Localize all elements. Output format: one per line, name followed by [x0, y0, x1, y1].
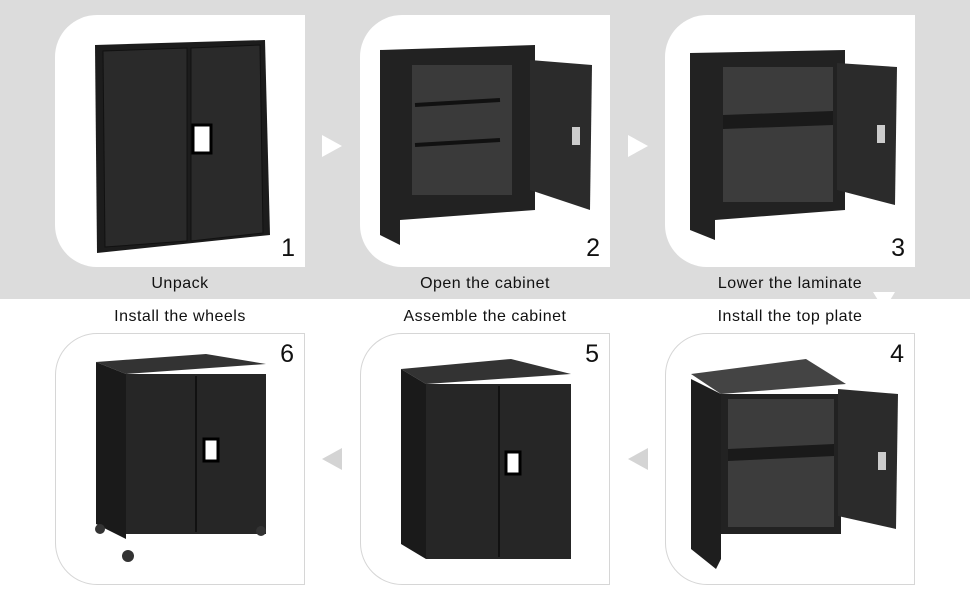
- cabinet-with-shelf-image: [690, 50, 897, 240]
- arrow-down-icon: [873, 292, 895, 310]
- cabinet-top-plate-image: [691, 359, 898, 569]
- step-number: 4: [890, 340, 904, 368]
- step-4-label: Install the top plate: [717, 308, 863, 325]
- step-5-card: 5: [360, 333, 610, 585]
- step-number: 2: [586, 234, 600, 262]
- step-number: 3: [891, 234, 905, 262]
- arrow-left-icon: [322, 448, 342, 470]
- arrow-right-icon: [628, 135, 648, 157]
- step-1-card: 1: [55, 15, 305, 267]
- step-number: 5: [585, 340, 599, 368]
- step-3-card: 3: [665, 15, 915, 267]
- step-4-card: 4: [665, 333, 915, 585]
- arrow-right-icon: [322, 135, 342, 157]
- step-3-label: Lower the laminate: [717, 275, 863, 292]
- step-number: 1: [281, 234, 295, 262]
- step-6-card: 6: [55, 333, 305, 585]
- step-5-label: Assemble the cabinet: [403, 308, 567, 325]
- step-number: 6: [280, 340, 294, 368]
- step-6-label: Install the wheels: [114, 308, 246, 325]
- step-2-card: 2: [360, 15, 610, 267]
- cabinet-with-wheels-image: [95, 354, 266, 562]
- step-2-label: Open the cabinet: [420, 275, 550, 292]
- open-cabinet-image: [380, 45, 592, 245]
- folded-cabinet-image: [95, 40, 270, 253]
- arrow-left-icon: [628, 448, 648, 470]
- assembled-cabinet-image: [401, 359, 571, 559]
- step-1-label: Unpack: [151, 275, 209, 292]
